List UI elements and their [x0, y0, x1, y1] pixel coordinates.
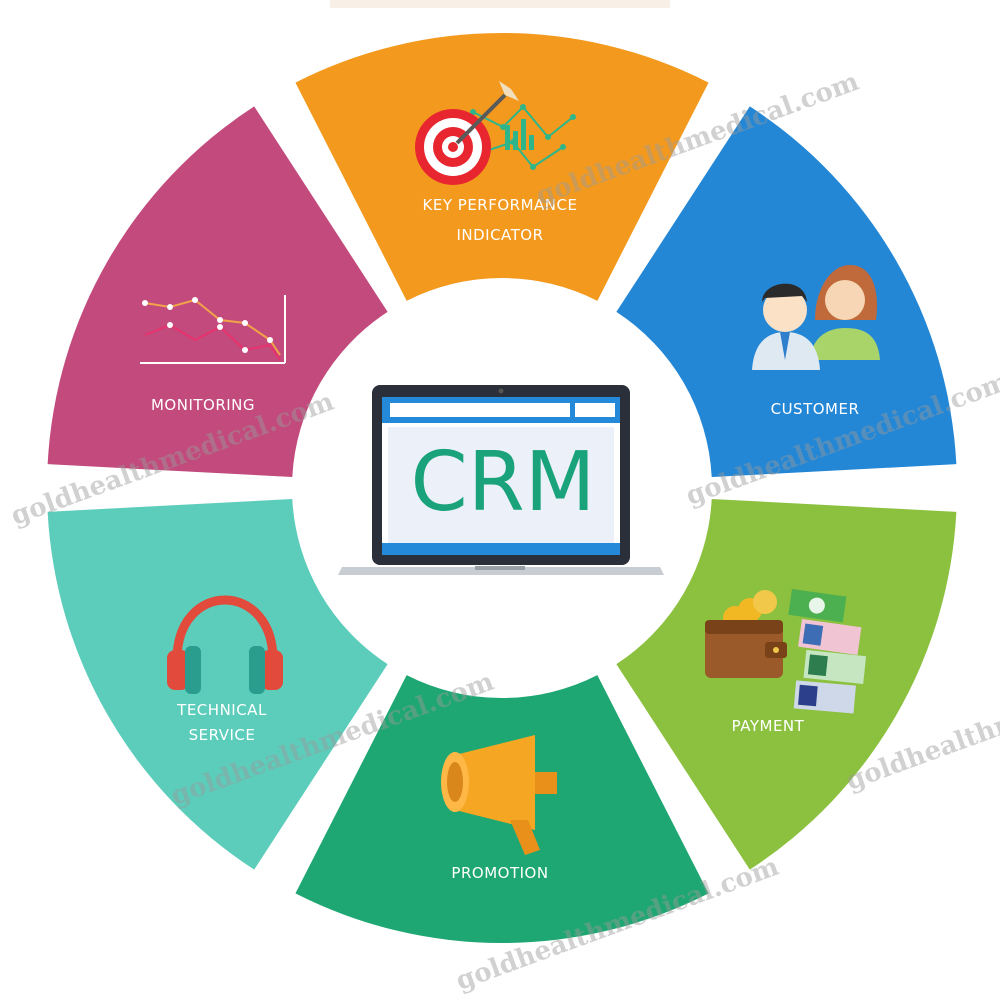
- top-strip: [330, 0, 670, 8]
- segment-label-kpi-line1: KEY PERFORMANCE: [423, 196, 578, 214]
- wallet-icon: [705, 588, 867, 714]
- segment-label-promotion: PROMOTION: [451, 864, 548, 882]
- segment-label-payment: PAYMENT: [732, 717, 805, 735]
- megaphone-icon: [441, 735, 557, 855]
- laptop: [338, 385, 664, 575]
- sector-payment: [616, 498, 957, 870]
- target-icon: [415, 81, 576, 185]
- segment-label-customer: CUSTOMER: [771, 400, 860, 418]
- crm-label: CRM: [411, 435, 596, 530]
- sector-technical: [47, 498, 388, 870]
- segment-label-kpi-line2: INDICATOR: [456, 226, 543, 244]
- segment-label-monitoring: MONITORING: [151, 396, 255, 414]
- headphones-icon: [167, 595, 283, 694]
- line-chart-icon: [140, 295, 286, 364]
- segment-label-technical-line2: SERVICE: [189, 726, 256, 744]
- sector-kpi: [295, 32, 709, 301]
- segment-label-technical-line1: TECHNICAL: [176, 701, 267, 719]
- people-icon: [752, 265, 880, 370]
- sector-monitoring: [47, 106, 388, 478]
